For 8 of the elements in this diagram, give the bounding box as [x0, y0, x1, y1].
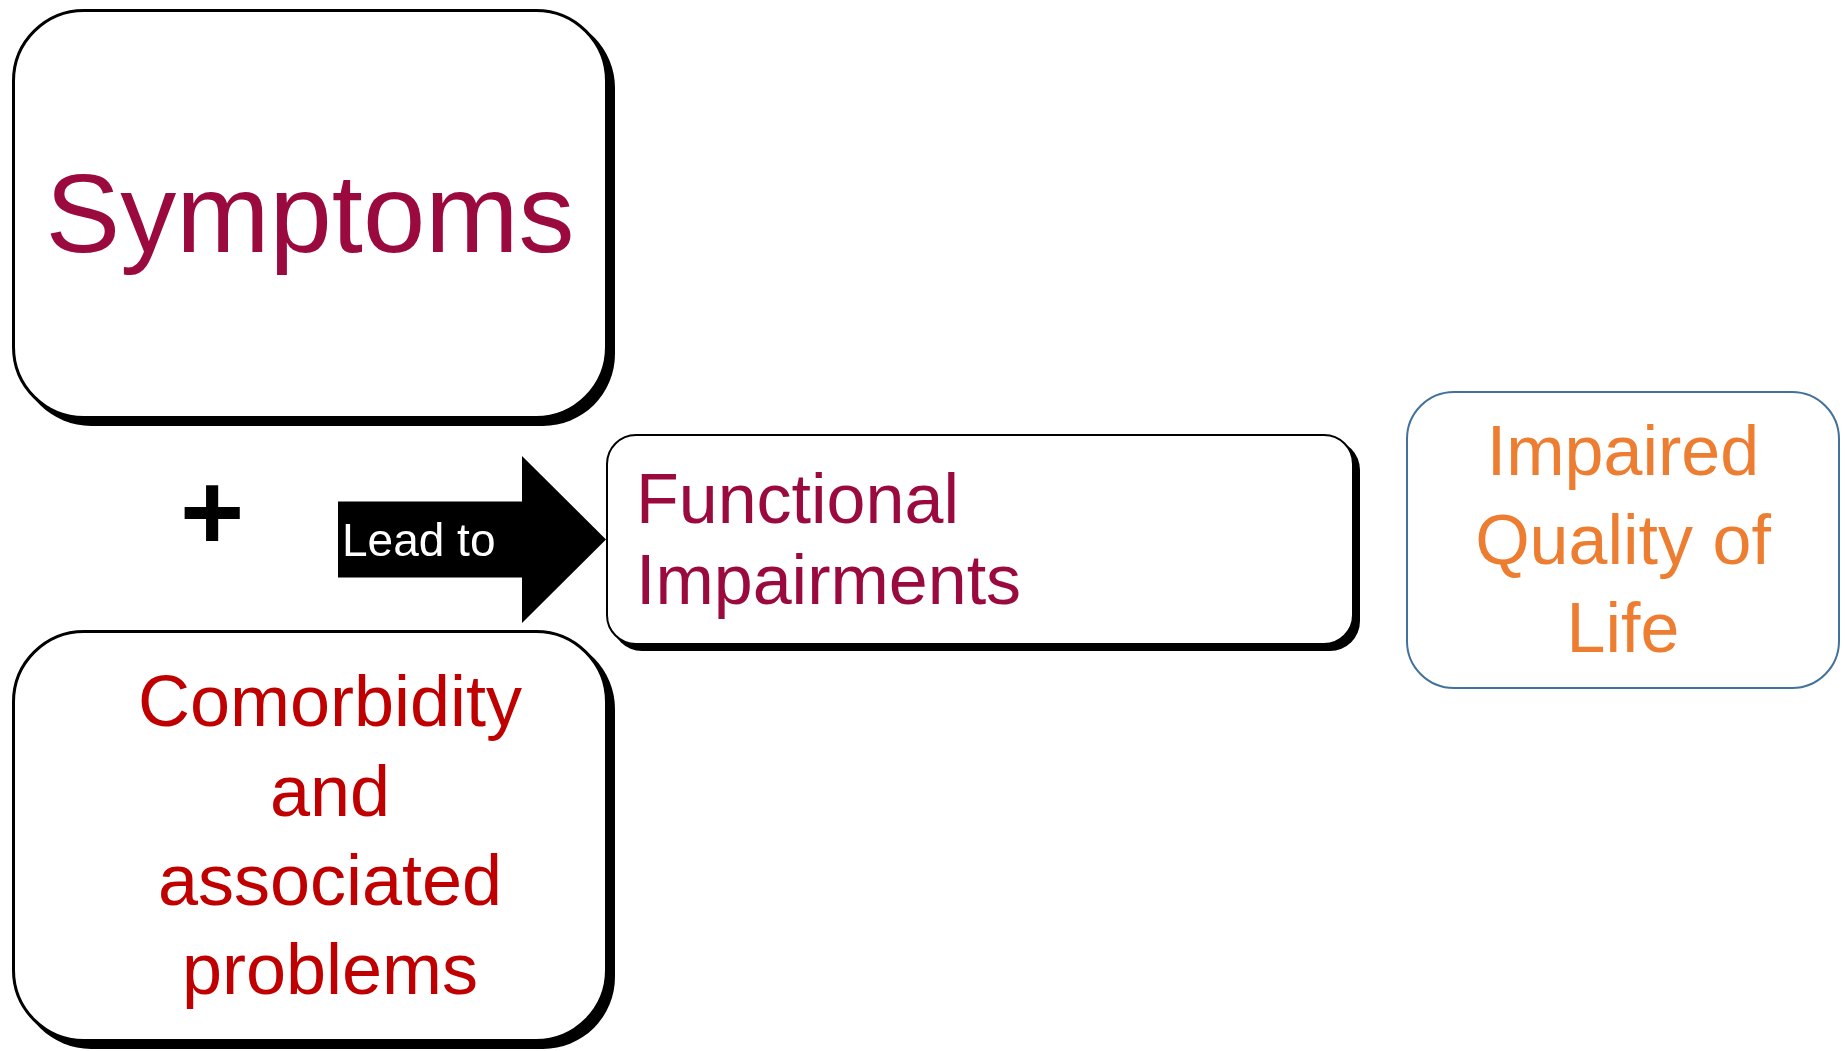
box-text: Impaired Quality of Life [1474, 410, 1772, 670]
edge-label: Lead to [342, 514, 497, 565]
plus-sign: + [180, 462, 245, 562]
box-text: Comorbidity and associated problems [136, 660, 524, 1012]
rounded-box [1406, 391, 1840, 689]
box-text: Functional Impairments [636, 459, 1023, 620]
box-text: Symptoms [45, 149, 575, 278]
block-arrow [338, 455, 606, 624]
